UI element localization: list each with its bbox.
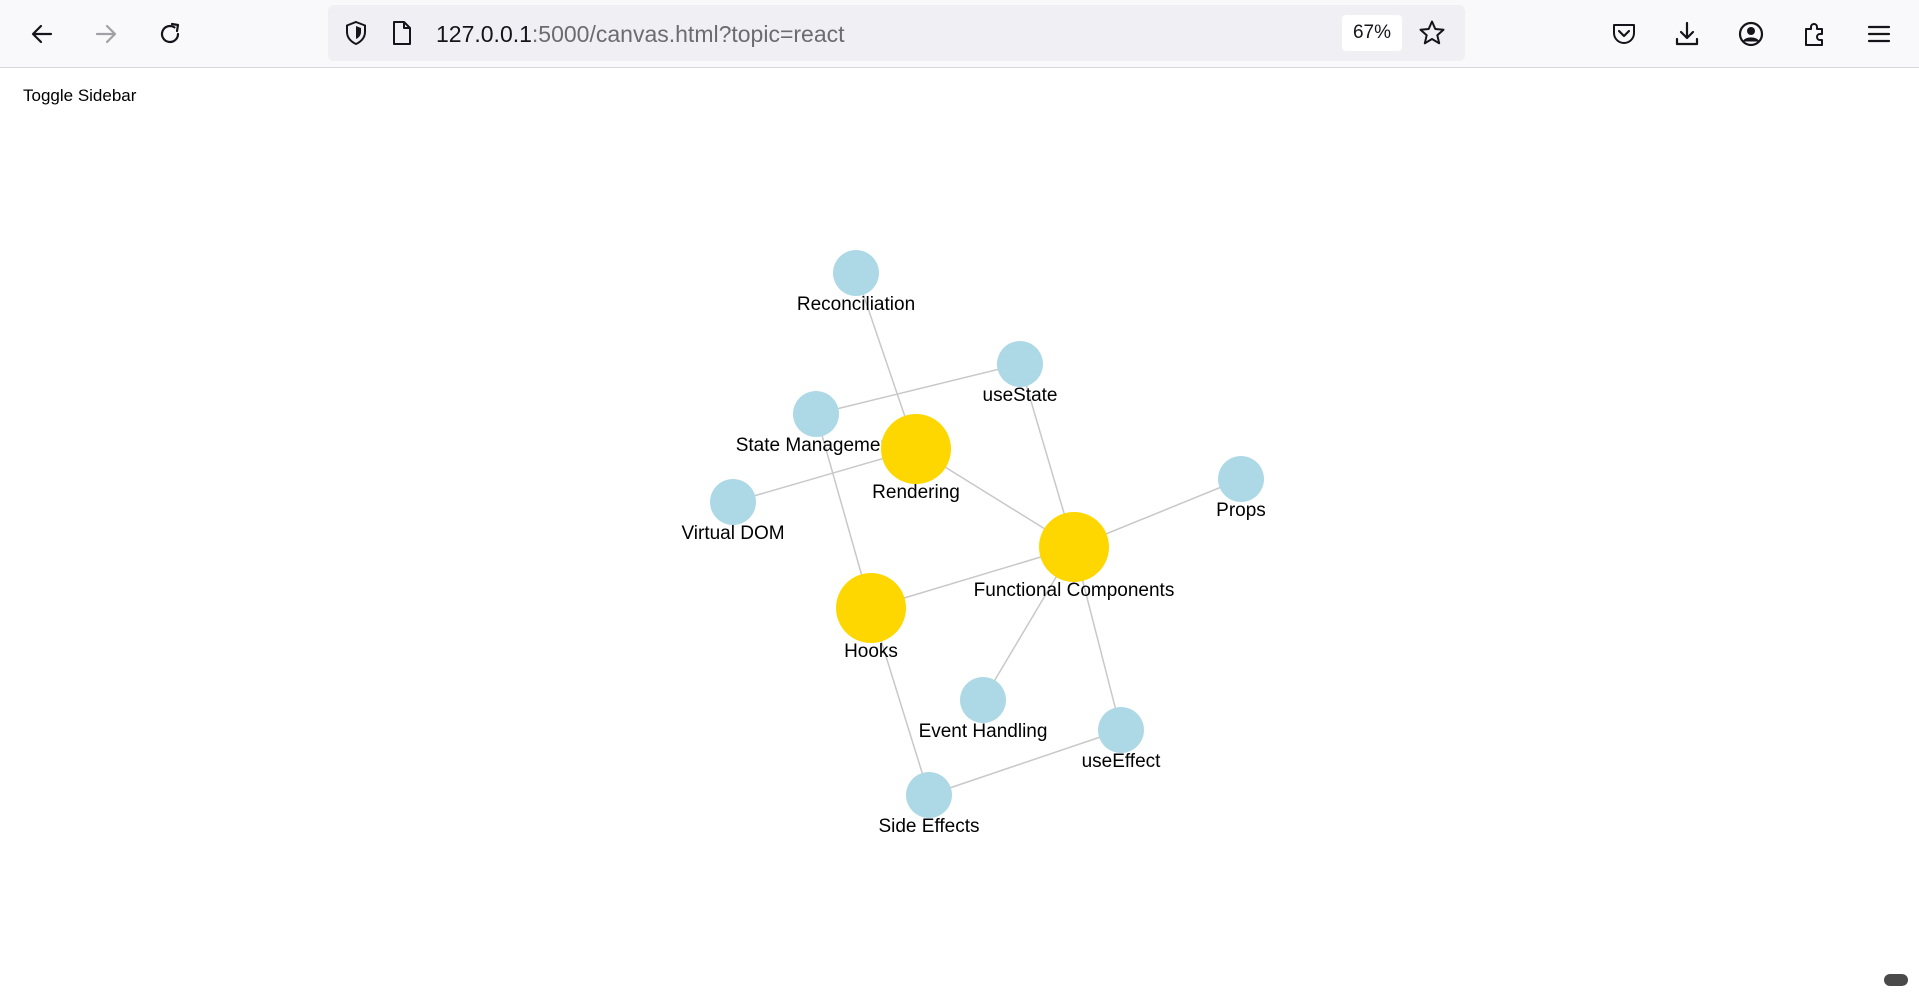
node-label: useEffect (1082, 751, 1162, 772)
pocket-icon (1613, 24, 1635, 44)
node-label: Event Handling (919, 721, 1048, 742)
node-circle[interactable] (881, 414, 951, 484)
back-button[interactable] (22, 14, 62, 54)
address-bar[interactable]: 127.0.0.1:5000/canvas.html?topic=react 6… (328, 5, 1465, 61)
account-icon (1738, 21, 1764, 47)
arrow-right-icon (95, 24, 117, 44)
pocket-button[interactable] (1604, 14, 1644, 54)
node-circle[interactable] (836, 573, 906, 643)
star-icon[interactable] (1418, 19, 1446, 47)
downloads-button[interactable] (1667, 14, 1707, 54)
graph-edge (870, 546, 1075, 609)
scrollbar-thumb[interactable] (1884, 974, 1908, 986)
reload-icon (160, 22, 180, 44)
zoom-level-button[interactable]: 67% (1342, 15, 1402, 51)
account-button[interactable] (1731, 14, 1771, 54)
node-label: Hooks (844, 641, 898, 662)
node-label: Rendering (872, 482, 960, 503)
graph-node-reconciliation[interactable]: Reconciliation (797, 250, 915, 315)
shield-icon[interactable] (342, 19, 370, 47)
node-label: Props (1216, 500, 1266, 521)
node-circle[interactable] (793, 391, 839, 437)
url-path: :5000/canvas.html?topic=react (531, 21, 845, 47)
node-circle[interactable] (997, 341, 1043, 387)
graph-node-rendering[interactable]: Rendering (872, 414, 960, 503)
graph-node-side-effects[interactable]: Side Effects (878, 772, 980, 837)
node-circle[interactable] (833, 250, 879, 296)
download-icon (1675, 21, 1699, 46)
node-circle[interactable] (1098, 707, 1144, 753)
arrow-left-icon (31, 24, 53, 44)
app-menu-button[interactable] (1859, 14, 1899, 54)
graph-node-usestate[interactable]: useState (983, 341, 1058, 406)
forward-button[interactable] (86, 14, 126, 54)
node-label: useState (983, 385, 1058, 406)
graph-node-props[interactable]: Props (1216, 456, 1266, 521)
reload-button[interactable] (150, 14, 190, 54)
graph-node-virtual-dom[interactable]: Virtual DOM (681, 479, 785, 544)
node-circle[interactable] (710, 479, 756, 525)
node-circle[interactable] (960, 677, 1006, 723)
node-circle[interactable] (906, 772, 952, 818)
browser-toolbar: 127.0.0.1:5000/canvas.html?topic=react 6… (0, 0, 1919, 68)
puzzle-icon (1805, 23, 1823, 46)
node-label: Functional Components (974, 580, 1175, 601)
node-label: State Management (736, 435, 897, 456)
node-label: Side Effects (878, 816, 979, 837)
graph-node-useeffect[interactable]: useEffect (1082, 707, 1162, 772)
hamburger-menu-icon (1867, 25, 1891, 43)
graph-node-state-management[interactable]: State Management (736, 391, 897, 456)
graph-node-functional-components[interactable]: Functional Components (974, 512, 1175, 601)
node-label: Virtual DOM (681, 523, 784, 544)
toggle-sidebar-button[interactable]: Toggle Sidebar (23, 86, 137, 105)
graph-edge (815, 363, 1021, 415)
extensions-button[interactable] (1795, 14, 1835, 54)
graph-node-event-handling[interactable]: Event Handling (919, 677, 1048, 742)
url-host: 127.0.0.1 (436, 21, 532, 47)
graph-node-hooks[interactable]: Hooks (836, 573, 906, 662)
node-circle[interactable] (1218, 456, 1264, 502)
url-text[interactable]: 127.0.0.1:5000/canvas.html?topic=react (436, 21, 845, 47)
node-circle[interactable] (1039, 512, 1109, 582)
node-label: Reconciliation (797, 294, 915, 315)
page-icon[interactable] (388, 19, 416, 47)
graph-edge (928, 729, 1122, 796)
